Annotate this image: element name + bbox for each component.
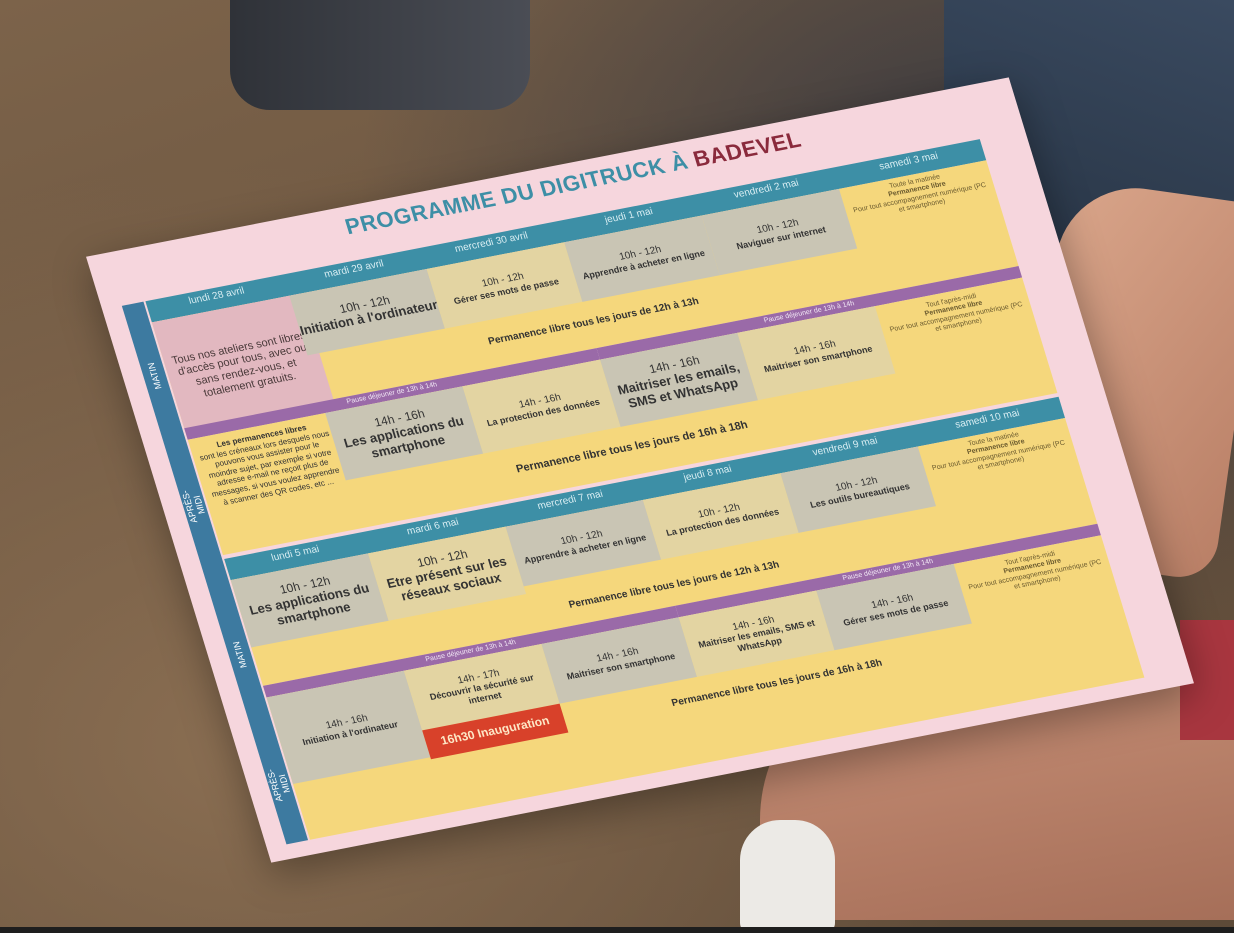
bottom-edge <box>0 927 1234 933</box>
shoe <box>740 820 835 933</box>
background-person <box>230 0 530 110</box>
